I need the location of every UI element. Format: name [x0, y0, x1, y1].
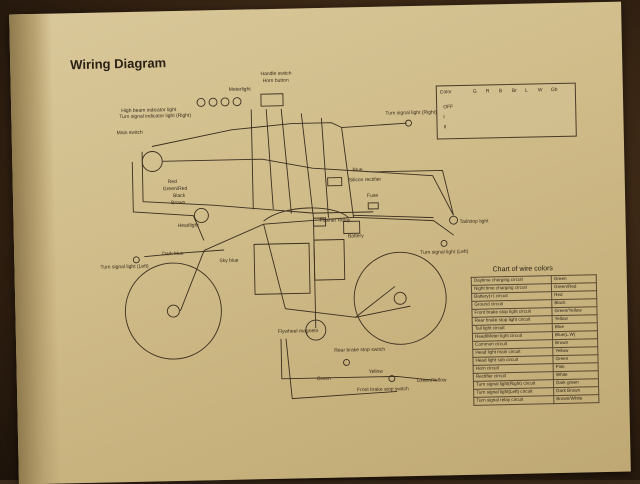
label-turn-signal-left-front: Turn signal light (Left): [100, 263, 149, 271]
fork: [179, 250, 205, 312]
turn-light-left-rear: [440, 239, 448, 247]
tail-light: [449, 215, 459, 225]
battery: [343, 220, 361, 234]
rear-hub: [393, 291, 407, 305]
harness-4: [131, 161, 205, 241]
wire-label-green-red: Green/Red: [162, 185, 188, 193]
label-fuse: Fuse: [366, 192, 379, 200]
harness-5: [250, 109, 254, 210]
label-battery: Battery: [347, 233, 364, 240]
wire-label-green: Green: [316, 375, 331, 383]
front-brake-switch: [388, 375, 396, 382]
harness-down: [313, 218, 317, 329]
wire-label-blue: Blue: [352, 167, 363, 174]
wire-chart-circuit: Turn signal relay circuit: [473, 395, 554, 406]
flywheel-magneto: [305, 319, 327, 341]
harness-left: [144, 249, 225, 258]
wire-label-green-yellow: Green/Yellow: [416, 377, 447, 385]
wire-label-yellow: Yellow: [368, 368, 384, 376]
wire-chart-title: Chart of wire colors: [492, 265, 553, 274]
fuse-box: [367, 202, 379, 210]
handle-switch: [260, 93, 284, 107]
wire-label-sky-blue: Sky blue: [219, 257, 239, 265]
rear-arm: [355, 305, 411, 318]
harness-main: [162, 158, 454, 216]
wiring-diagram: [124, 93, 459, 400]
wire-label-dark-blue: Dark blue: [162, 250, 184, 258]
label-turn-signal-left-rear: Turn signal light (Left): [420, 248, 469, 256]
fuel-tank: [263, 207, 349, 222]
switch-table-header-0: Color: [439, 89, 452, 96]
headlight: [193, 208, 209, 223]
engine: [253, 242, 311, 295]
switch-table-header-4: Br: [511, 87, 517, 94]
switch-table-header-6: W: [537, 87, 543, 94]
harness-right: [341, 122, 407, 128]
frame-lower: [263, 224, 396, 318]
switch-table-header-7: Gb: [550, 86, 558, 94]
seat: [353, 214, 434, 219]
cylinder: [313, 239, 346, 281]
harness-tail: [372, 169, 454, 216]
label-tail-stop: Tail/stop light: [459, 218, 489, 226]
front-wheel: [124, 262, 222, 360]
wire-chart-color: Brown/White: [553, 394, 599, 404]
label-front-brake: Front brake stop switch: [357, 386, 409, 394]
turn-light-right-front: [405, 119, 412, 127]
harness-2: [141, 151, 374, 214]
switch-table-row-0: OFF: [443, 104, 454, 111]
harness-9: [320, 117, 329, 218]
wire-label-black: Black: [172, 192, 186, 200]
harness-3: [151, 122, 342, 147]
switch-table-header-1: G: [472, 88, 477, 95]
rear-brake-switch: [343, 359, 350, 366]
switch-table-row-1: I: [443, 114, 445, 121]
main-switch: [141, 151, 163, 172]
manual-page: Wiring Diagram: [9, 1, 631, 484]
wire-label-brown: Brown: [171, 199, 186, 207]
meter-light-1: [196, 98, 206, 107]
meter-light-2: [208, 97, 218, 107]
switch-table-header-5: L: [524, 87, 528, 94]
harness-8: [300, 113, 314, 219]
harness-6: [265, 109, 274, 210]
label-rear-brake: Rear brake stop switch: [334, 346, 386, 354]
switch-table: Color G R B Br L W Gb OFF I II: [435, 82, 577, 140]
harness-bottom: [280, 338, 437, 382]
label-flasher-relay: Flasher Relay: [319, 217, 351, 225]
label-horn-button: Horn button: [262, 77, 289, 85]
switch-table-header-3: B: [498, 88, 503, 95]
meter-light-3: [220, 97, 230, 107]
flasher-relay: [313, 217, 327, 227]
front-hub: [166, 304, 180, 318]
rear-wheel: [353, 251, 447, 345]
label-meter-light: Meterlight: [228, 86, 251, 93]
label-headlight: Headlight: [177, 222, 199, 229]
switch-table-row-2: II: [443, 124, 447, 131]
silicon-rectifier: [327, 177, 343, 187]
harness-7: [280, 108, 292, 214]
meter-light-4: [232, 97, 242, 107]
label-turn-signal-right: Turn signal light (Right): [385, 109, 437, 117]
turn-light-left-front: [132, 256, 140, 264]
harness-bottom-2: [285, 338, 398, 400]
label-silicon-rectifier: Silicon rectifier: [348, 176, 382, 184]
wire-label-red: Red: [167, 178, 177, 186]
label-flywheel-magneto: Flywheel magneto: [277, 328, 319, 335]
harness-10: [341, 127, 354, 218]
label-main-switch: Main switch: [116, 129, 143, 137]
label-handle-switch: Handle switch: [260, 70, 292, 78]
switch-table-header-2: R: [485, 88, 490, 95]
